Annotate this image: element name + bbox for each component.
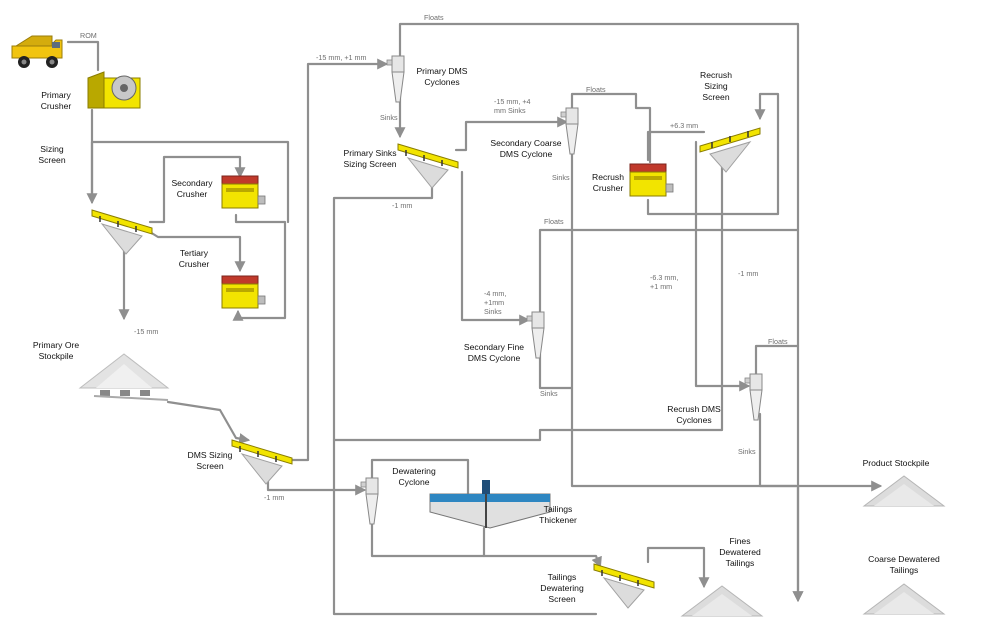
crushers-return-line [232, 213, 287, 321]
minus15-label: -15 mm [134, 327, 158, 336]
dms-screen-oversize-to-primary-dms [286, 58, 389, 462]
dms-sizing-screen-deck [231, 439, 293, 485]
fine-cyclone-floats [538, 228, 800, 320]
floats-top-to-coarse-tailings [398, 22, 804, 603]
recrush-screen-fines-to-recrush-dms [694, 140, 751, 392]
fine-cyclone-sinks [538, 352, 574, 390]
secondary-fine-cyclone-unit [526, 311, 545, 359]
stream-labels: ROM -15 mm -15 mm, +1 mm Floats Sinks -1… [80, 13, 788, 502]
dewatering-cyclone-overflow-to-thickener [370, 458, 470, 502]
recrush-dms-floats [754, 344, 800, 376]
fines-tailings-pile [681, 585, 763, 617]
floats-recrush-label: Floats [768, 337, 788, 346]
recrush-crusher-to-screen [646, 92, 780, 216]
primary-sinks-screen-deck [397, 143, 459, 189]
sinks-secondary-coarse-label: Sinks [552, 173, 570, 182]
floats-secondary-coarse-label: Floats [586, 85, 606, 94]
rom-to-primary-crusher [66, 40, 100, 72]
pipes [66, 22, 883, 616]
primary-sinks-screen-fines-minus1 [332, 182, 598, 616]
floats-secondary-fine-label: Floats [544, 217, 564, 226]
tertiary-crusher-machine [221, 275, 266, 309]
recrush-crusher-machine [629, 163, 674, 197]
haul-truck [11, 35, 63, 68]
minus1-recrush-label: -1 mm [738, 269, 758, 278]
minus15-plus1-label: -15 mm, +1 mm [316, 53, 367, 62]
primary-sinks-screen-oversize-to-coarse-cyclone [454, 116, 569, 152]
rom-label: ROM [80, 31, 97, 40]
primary-dms-cyclone-unit [386, 55, 405, 103]
tailings-dewatering-screen-deck [593, 563, 655, 609]
sizing-screen-to-tertiary-crusher [148, 230, 246, 273]
secondary-coarse-cyclone-unit [560, 107, 579, 155]
recrush-sizing-screen-deck [699, 127, 761, 173]
sinks-secondary-fine-label: Sinks [540, 389, 558, 398]
recrush-screen-minus1 [332, 158, 724, 442]
dms-screen-undersize-to-dewatering [266, 476, 367, 496]
sizing-screen-recycle [90, 140, 290, 224]
sizing-screen-oversize-to-secondary-crusher [148, 155, 246, 224]
recrush-dms-sinks-to-product [758, 412, 883, 492]
coarse-cyclone-sinks-line [570, 146, 798, 488]
minus6-3-plus1-label: -6.3 mm,+1 mm [650, 273, 678, 291]
secondary-crusher-machine [221, 175, 266, 209]
dewatering-cyclone-underflow-to-screen [370, 522, 602, 569]
sinks-recrush-label: Sinks [738, 447, 756, 456]
plus6-3-label: +6.3 mm [670, 121, 698, 130]
primary-sinks-screen-to-fine-cyclone [460, 170, 531, 326]
floats-top-label: Floats [424, 13, 444, 22]
coarse-cyclone-floats [570, 92, 652, 164]
dewatering-cyclone-unit [360, 477, 379, 525]
minus1-primary-label: -1 mm [392, 201, 412, 210]
coarse-tailings-pile [863, 583, 945, 615]
sizing-screen-deck [91, 209, 153, 255]
sinks-primary-label: Sinks [380, 113, 398, 122]
product-stockpile-label: Product Stockpile [863, 458, 930, 468]
product-stockpile-pile [863, 475, 945, 507]
tailings-screen-to-fines-tailings [646, 546, 710, 589]
recrush-screen-oversize-to-crusher [646, 130, 706, 162]
primary-crusher-machine [87, 71, 141, 109]
minus1-dms-label: -1 mm [264, 493, 284, 502]
primary-ore-stockpile-pile [78, 353, 170, 401]
stockpile-to-dms-screen [166, 400, 251, 444]
tailings-thickener-tank [429, 480, 551, 529]
